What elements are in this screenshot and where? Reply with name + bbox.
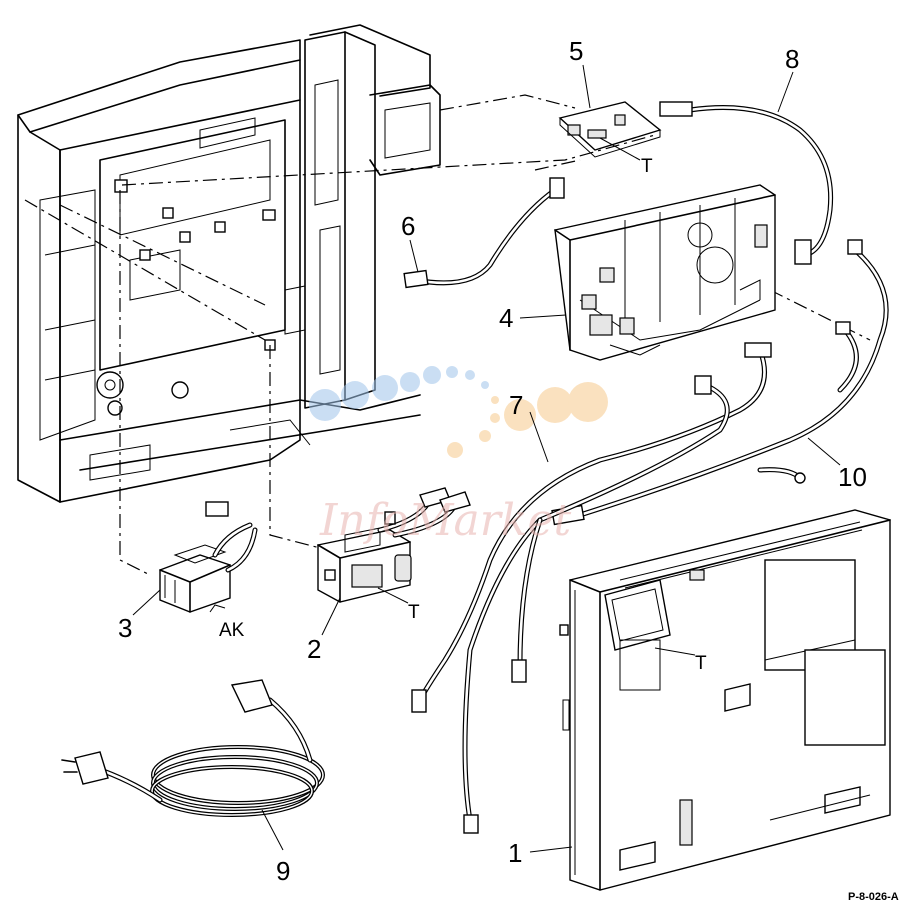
tag-ak-part-3: AK — [219, 620, 245, 641]
callout-9: 9 — [276, 856, 290, 886]
alignment-leader-lines — [24, 94, 871, 576]
figure-id-label: P-8-026-A — [848, 891, 899, 903]
callout-3: 3 — [118, 613, 132, 643]
tag-t-part-1: T — [695, 653, 707, 674]
tag-t-part-5: T — [641, 156, 653, 177]
part-6-harness[interactable] — [403, 177, 565, 289]
part-3-transformer[interactable] — [159, 501, 258, 613]
part-4-power-supply-unit[interactable] — [554, 184, 776, 361]
tag-t-part-2: T — [408, 602, 420, 623]
callout-labels: 5 8 6 4 7 10 3 2 9 1 — [118, 36, 867, 886]
watermark-text: InfoMarket — [319, 495, 572, 546]
callout-2: 2 — [307, 634, 321, 664]
part-9-power-cord[interactable] — [61, 679, 325, 817]
tag-labels: T T T AK — [219, 156, 707, 674]
part-7-harness[interactable] — [411, 342, 772, 834]
callout-8: 8 — [785, 44, 799, 74]
callout-4: 4 — [499, 303, 513, 333]
part-2-ac-inlet[interactable] — [317, 487, 471, 603]
printer-frame-chassis — [17, 24, 441, 503]
callout-leaders — [132, 64, 841, 853]
part-10-harness[interactable] — [551, 239, 889, 526]
callout-6: 6 — [401, 211, 415, 241]
watermark-logo: InfoMarket — [309, 366, 608, 546]
callout-7: 7 — [509, 390, 523, 420]
callout-10: 10 — [838, 462, 867, 492]
part-5-small-board[interactable] — [558, 101, 662, 161]
callout-1: 1 — [508, 838, 522, 868]
part-1-control-board[interactable] — [559, 509, 891, 891]
callout-5: 5 — [569, 36, 583, 66]
part-8-harness[interactable] — [659, 101, 834, 265]
